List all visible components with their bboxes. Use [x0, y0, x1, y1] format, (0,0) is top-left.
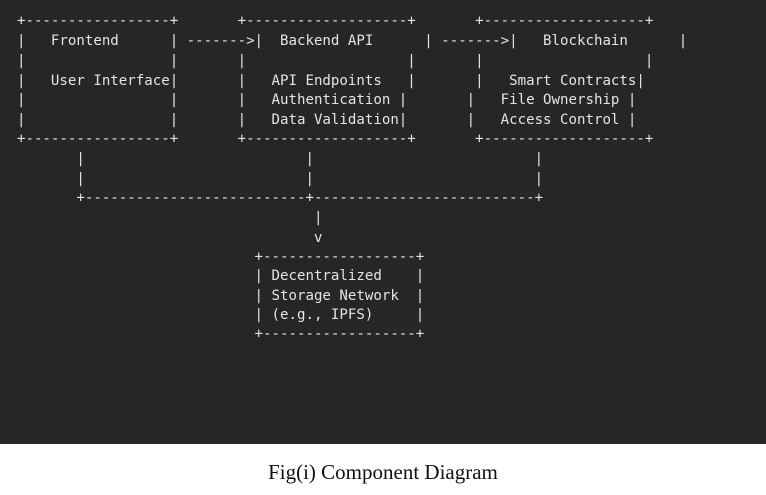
figure-caption: Fig(i) Component Diagram: [268, 460, 498, 484]
component-detail-row-2: | | | Authentication | | File Ownership …: [0, 92, 637, 108]
box-blank-row: | | | | | |: [0, 53, 654, 69]
merge-line: +--------------------------+------------…: [0, 190, 544, 206]
component-title-row: | Frontend | ------->| Backend API | ---…: [0, 33, 688, 49]
down-connector: |: [0, 210, 323, 226]
box-bottom-row: +-----------------+ +-------------------…: [0, 131, 654, 147]
storage-box-row-2: | Storage Network |: [0, 288, 425, 304]
storage-box-row-1: | Decentralized |: [0, 268, 425, 284]
storage-box-bottom: +------------------+: [0, 326, 425, 342]
connector-row-2: | | |: [0, 171, 544, 187]
component-detail-row-1: | User Interface| | API Endpoints | | Sm…: [0, 73, 645, 89]
storage-box-row-3: | (e.g., IPFS) |: [0, 307, 425, 323]
connector-row-1: | | |: [0, 151, 544, 167]
ascii-diagram-panel: +-----------------+ +-------------------…: [0, 0, 766, 444]
component-detail-row-3: | | | Data Validation| | Access Control …: [0, 112, 637, 128]
down-arrow: v: [0, 230, 323, 246]
frontend-box-top: +-----------------+ +-------------------…: [0, 13, 654, 29]
storage-box-top: +------------------+: [0, 249, 425, 265]
